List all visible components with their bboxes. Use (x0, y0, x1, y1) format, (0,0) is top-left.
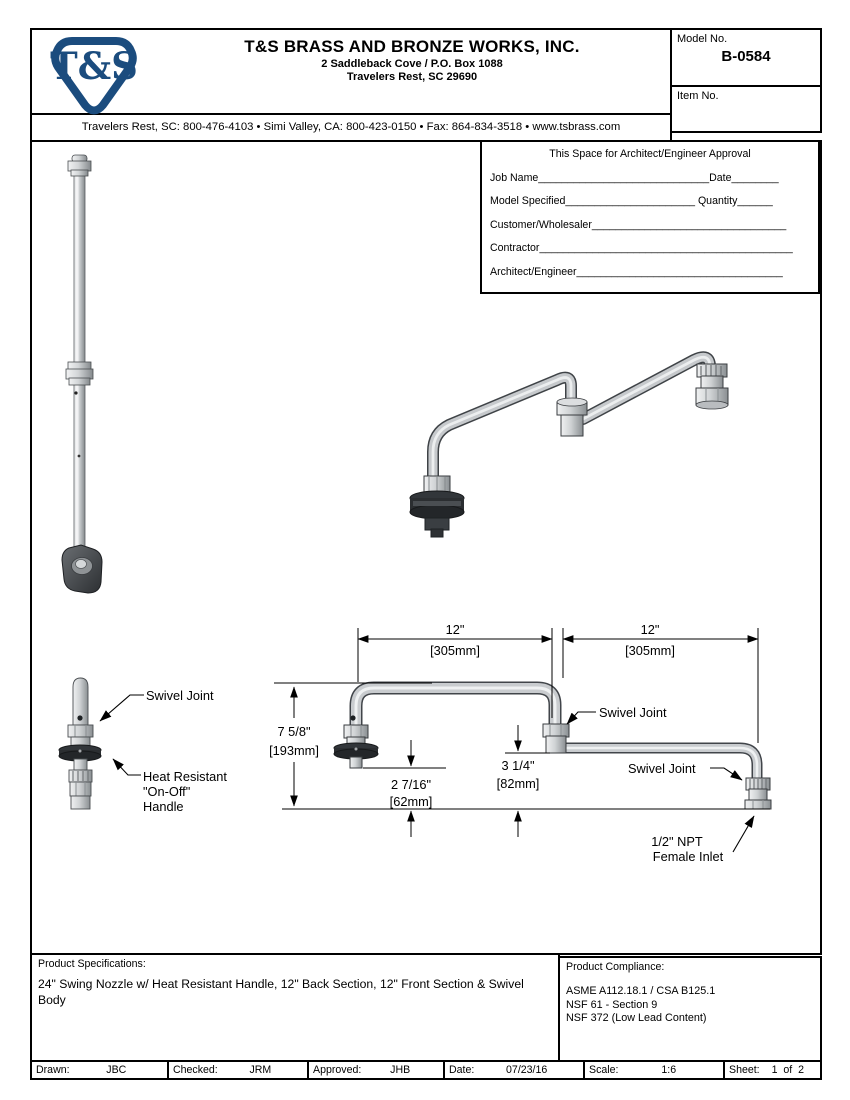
checked-value: JRM (249, 1064, 272, 1076)
dim-outlet-inches: 2 7/16" (391, 777, 431, 792)
front-section-tube-front (563, 742, 763, 780)
sheet-value: 1 of 2 (771, 1064, 805, 1076)
nozzle-bottom-hex-nut (61, 544, 103, 594)
scale-value: 1:6 (661, 1064, 677, 1076)
contact-line: Travelers Rest, SC: 800-476-4103 • Simi … (30, 113, 672, 142)
set-screw (74, 391, 78, 395)
front-section-tube (577, 351, 716, 425)
approved-label: Approved: (313, 1064, 362, 1076)
dim-back-inches: 12" (446, 622, 465, 637)
swivel-body-front (333, 715, 379, 769)
nozzle-perspective-render (409, 351, 729, 538)
dim-outlet-mm: [62mm] (390, 794, 433, 809)
ts-logo-icon: T&S (50, 37, 138, 115)
scale-label: Scale: (589, 1064, 619, 1076)
handle-label-line1: Heat Resistant (143, 769, 227, 784)
compliance-item: NSF 61 - Section 9 (566, 998, 658, 1011)
swivel-body-detail-view: Swivel Joint Heat Resistant "On-Off" Han… (58, 677, 227, 814)
approval-job-name-line: Job Name_____________________________Dat… (490, 171, 779, 184)
sheet-label: Sheet: (729, 1064, 760, 1076)
approval-box: This Space for Architect/Engineer Approv… (480, 140, 820, 294)
approved-value: JHB (390, 1064, 411, 1076)
approval-customer-line: Customer/Wholesaler_____________________… (490, 218, 787, 231)
item-number-box: Item No. (670, 85, 822, 133)
back-section-tube-front (349, 681, 562, 727)
approval-title: This Space for Architect/Engineer Approv… (549, 148, 751, 160)
dim-front-inches: 12" (641, 622, 660, 637)
detail-swivel-joint-label: Swivel Joint (146, 688, 214, 703)
handle-label-line3: Handle (143, 799, 184, 814)
product-specifications-text: 24" Swing Nozzle w/ Heat Resistant Handl… (38, 977, 524, 1007)
set-screw (77, 454, 81, 458)
middle-swivel-joint (556, 397, 588, 437)
dim-front-mm: [305mm] (625, 643, 675, 658)
approval-contractor-line: Contractor______________________________… (490, 242, 793, 254)
nozzle-side-render (61, 154, 103, 594)
detail-swivel-body-graphic (58, 677, 102, 810)
header-company-box: T&S T&S BRASS AND BRONZE WORKS, INC. 2 S… (30, 28, 672, 115)
handle-leader-line (112, 758, 141, 776)
ts-logo-text: T&S (50, 44, 138, 88)
nozzle-top-fitting (67, 154, 92, 177)
mid-swivel-joint-label: Swivel Joint (599, 705, 667, 720)
date-cell: Date: 07/23/16 (445, 1062, 585, 1078)
date-value: 07/23/16 (506, 1064, 548, 1076)
model-number-label: Model No. (677, 33, 728, 45)
inlet-leader (732, 815, 755, 853)
company-address-2: Travelers Rest, SC 29690 (346, 71, 478, 83)
dim-drop-mm: [82mm] (497, 776, 540, 791)
swivel-joint-leader-line (99, 694, 144, 722)
dim-height-inches: 7 5/8" (277, 724, 310, 739)
checked-cell: Checked: JRM (169, 1062, 309, 1078)
inlet-swivel-fitting (695, 363, 729, 410)
drawn-value: JBC (106, 1064, 127, 1076)
inlet-label-line1: 1/2" NPT (651, 834, 703, 849)
approved-cell: Approved: JHB (309, 1062, 445, 1078)
checked-label: Checked: (173, 1064, 218, 1076)
dim-drop-inches: 3 1/4" (501, 758, 534, 773)
scale-cell: Scale: 1:6 (585, 1062, 725, 1078)
model-number-box: Model No. B-0584 (670, 28, 822, 87)
middle-swivel-joint-front (542, 723, 570, 754)
compliance-item: NSF 372 (Low Lead Content) (566, 1012, 707, 1024)
dimension-lines (274, 628, 770, 837)
compliance-item: ASME A112.18.1 / CSA B125.1 (566, 985, 716, 997)
handle-assembly (409, 475, 465, 538)
dim-back-mm: [305mm] (430, 643, 480, 658)
nozzle-middle-collar (65, 361, 94, 386)
product-specifications-box: Product Specifications: 24" Swing Nozzle… (30, 953, 560, 1062)
approval-model-specified-line: Model Specified______________________ Qu… (490, 195, 773, 207)
right-swivel-joint-label: Swivel Joint (628, 761, 696, 776)
nozzle-dimension-drawing: 12" [305mm] 12" [305mm] 7 5/8" [193mm] 2… (269, 622, 772, 864)
sheet-cell: Sheet: 1 of 2 (725, 1062, 820, 1078)
model-number-value: B-0584 (721, 48, 771, 65)
back-section-tube (427, 371, 577, 494)
title-block-row: Drawn: JBC Checked: JRM Approved: JHB Da… (30, 1060, 822, 1080)
inlet-label-line2: Female Inlet (653, 849, 724, 864)
company-address-1: 2 Saddleback Cove / P.O. Box 1088 (321, 58, 503, 70)
drawn-label: Drawn: (36, 1064, 70, 1076)
handle-label-line2: "On-Off" (143, 784, 190, 799)
date-label: Date: (449, 1064, 475, 1076)
mid-swivel-leader (566, 711, 596, 725)
inlet-fitting-front (744, 777, 772, 810)
right-swivel-leader (710, 767, 743, 781)
product-compliance-box: Product Compliance: ASME A112.18.1 / CSA… (558, 956, 822, 1062)
product-specifications-label: Product Specifications: (38, 958, 146, 970)
drawn-cell: Drawn: JBC (32, 1062, 169, 1078)
approval-architect-line: Architect/Engineer______________________… (490, 265, 783, 278)
item-number-label: Item No. (677, 90, 719, 102)
dim-height-mm: [193mm] (269, 743, 319, 758)
ts-brass-logo: T&S (44, 35, 144, 115)
company-name: T&S BRASS AND BRONZE WORKS, INC. (244, 37, 580, 56)
product-compliance-label: Product Compliance: (566, 961, 665, 973)
